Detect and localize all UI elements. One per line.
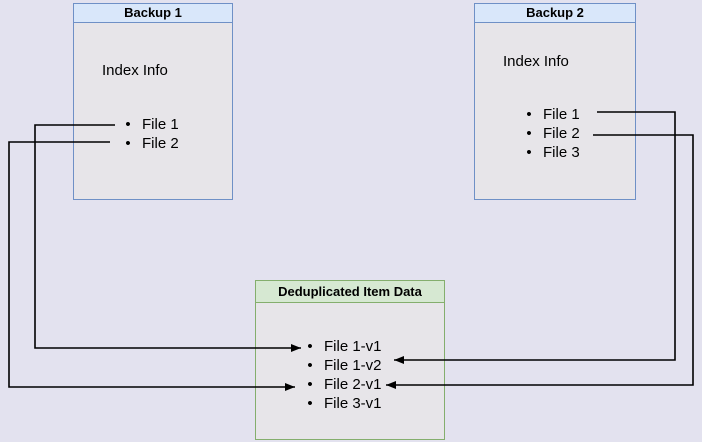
backup1-box: Backup 1 Index Info File 1 File 2 <box>73 3 233 200</box>
list-item: File 3-v1 <box>303 394 444 413</box>
list-item: File 1 <box>121 115 232 134</box>
backup2-file-list: File 1 File 2 File 3 <box>475 105 635 162</box>
list-item: File 2 <box>121 134 232 153</box>
list-item: File 2-v1 <box>303 375 444 394</box>
list-item: File 2 <box>522 124 635 143</box>
backup1-title: Backup 1 <box>74 4 232 23</box>
list-item: File 1-v1 <box>303 337 444 356</box>
list-item: File 1-v2 <box>303 356 444 375</box>
backup2-title: Backup 2 <box>475 4 635 23</box>
dedup-item-list: File 1-v1 File 1-v2 File 2-v1 File 3-v1 <box>256 337 444 413</box>
backup1-file-list: File 1 File 2 <box>74 115 232 153</box>
deduplicated-item-data-box: Deduplicated Item Data File 1-v1 File 1-… <box>255 280 445 440</box>
backup2-box: Backup 2 Index Info File 1 File 2 File 3 <box>474 3 636 200</box>
backup1-subtitle: Index Info <box>102 62 168 79</box>
backup2-subtitle: Index Info <box>503 53 569 70</box>
dedup-title: Deduplicated Item Data <box>256 281 444 303</box>
list-item: File 1 <box>522 105 635 124</box>
list-item: File 3 <box>522 143 635 162</box>
